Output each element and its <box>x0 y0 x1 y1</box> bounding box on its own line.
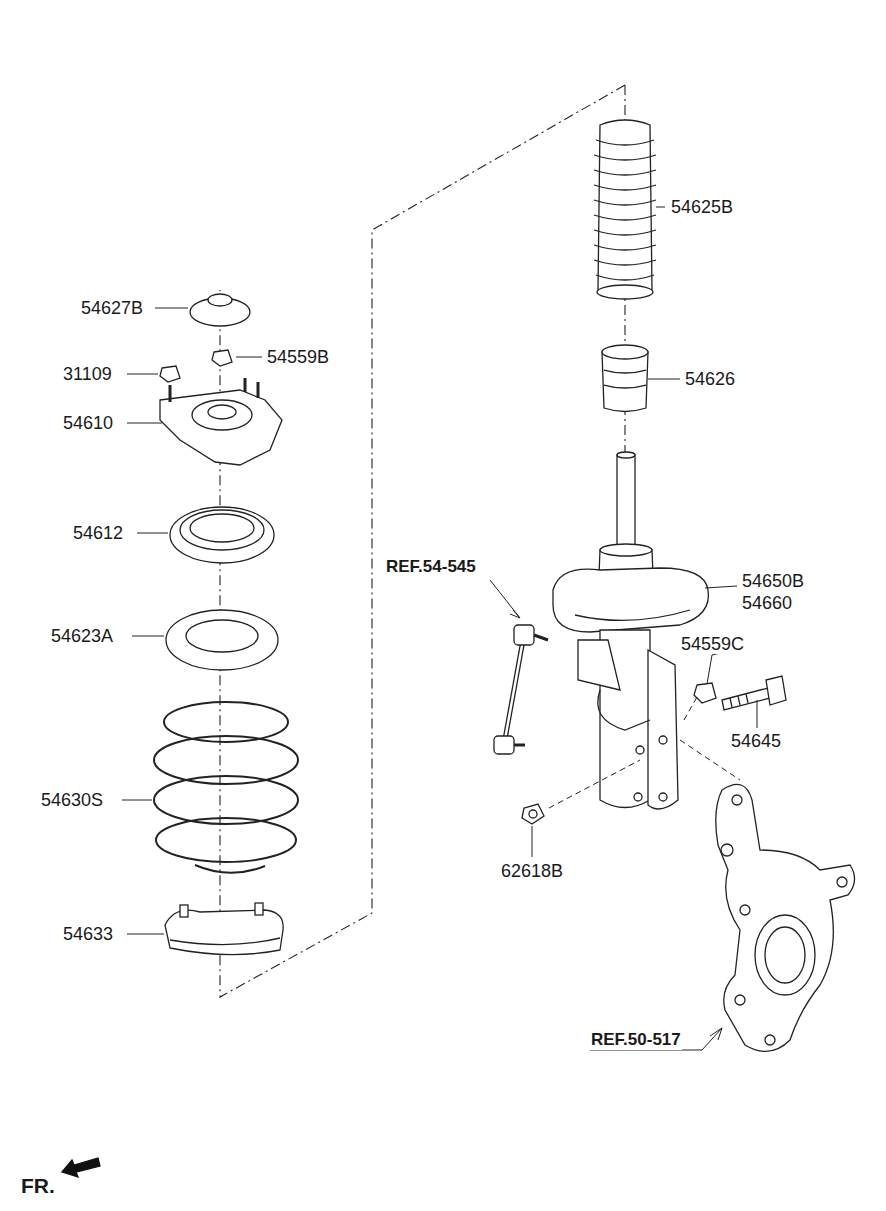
callout-number: 54660 <box>741 593 793 613</box>
callout-number: 54633 <box>62 924 114 944</box>
callout-number: 54645 <box>730 731 782 751</box>
reference-label: FR. <box>20 1176 56 1196</box>
callout-number: 54623A <box>50 626 114 646</box>
callout-number: 54626 <box>684 369 736 389</box>
callout-number: 54559C <box>680 634 745 654</box>
reference-label: REF.50-517 <box>590 1030 682 1050</box>
callout-number: 54630S <box>40 790 104 810</box>
callout-number: 54627B <box>80 298 144 318</box>
callout-number: 54612 <box>72 523 124 543</box>
callout-number: 54559B <box>266 347 330 367</box>
callout-number: 54625B <box>670 197 734 217</box>
callout-number: 31109 <box>62 364 113 384</box>
reference-label: REF.54-545 <box>385 557 477 577</box>
callout-number: 62618B <box>500 861 564 881</box>
callout-number: 54610 <box>62 413 114 433</box>
callout-number: 54650B <box>741 571 805 591</box>
